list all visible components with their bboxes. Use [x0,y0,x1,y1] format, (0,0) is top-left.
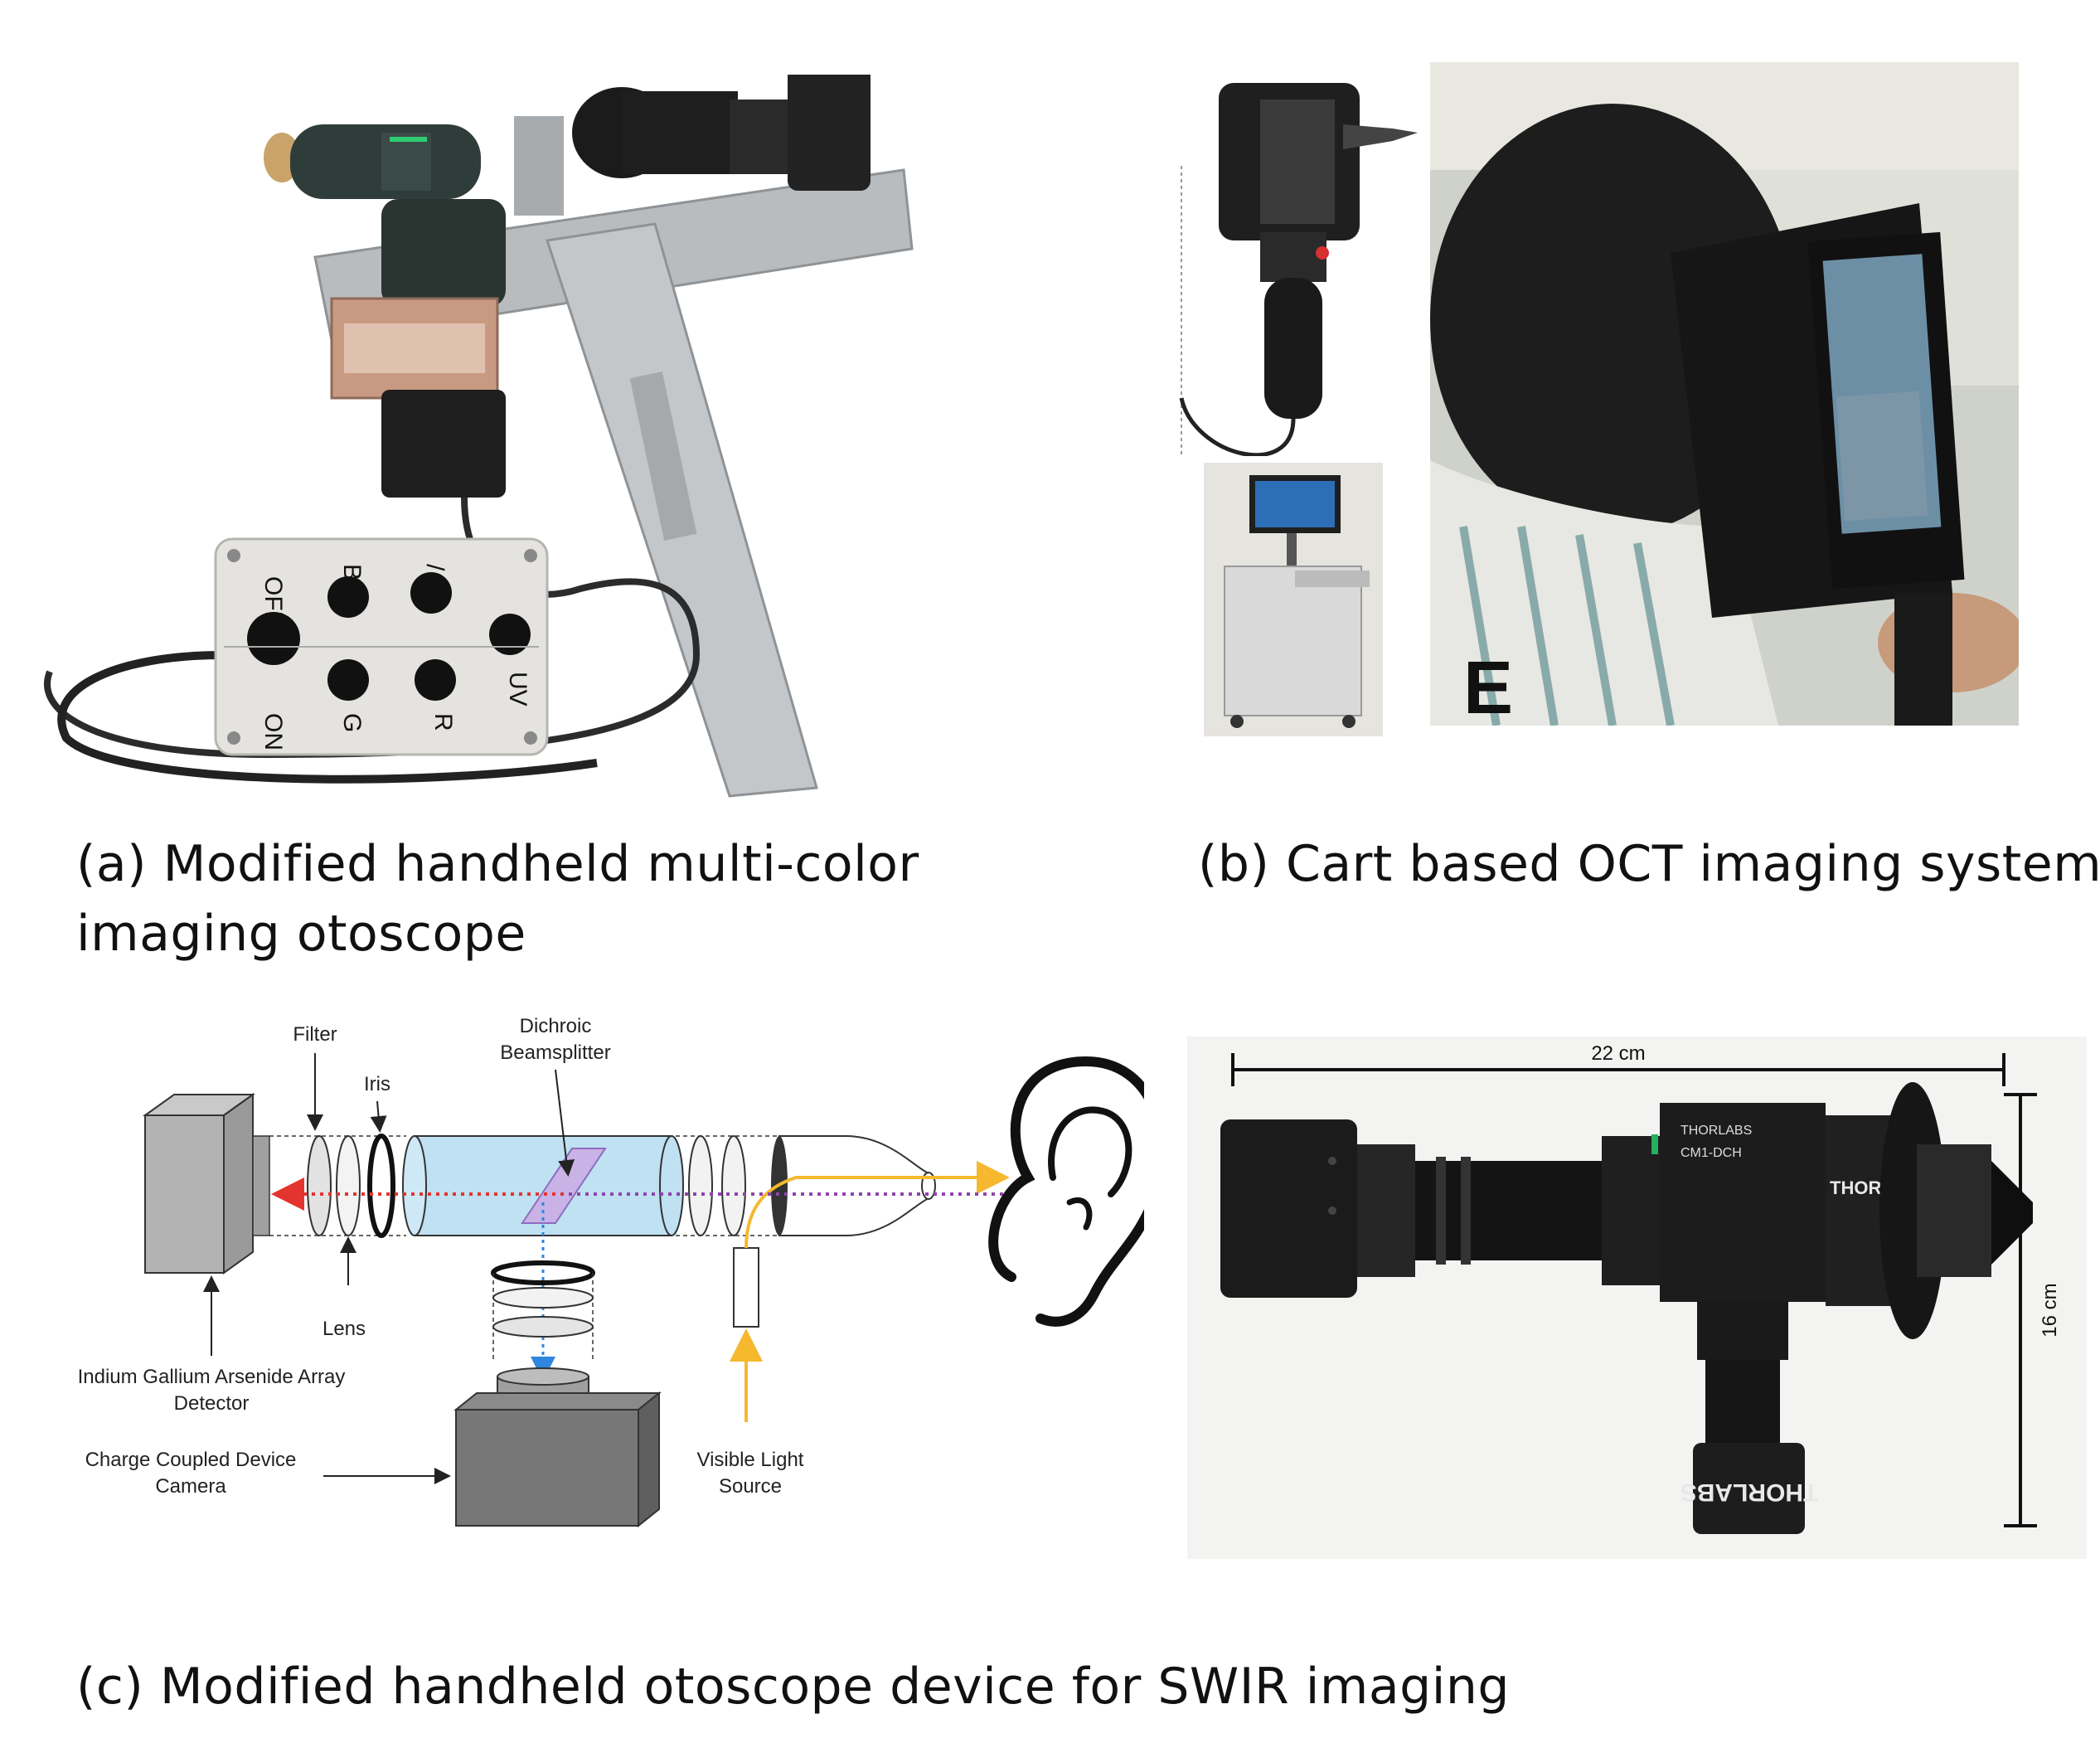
ingaas-label-line2: Detector [174,1392,250,1415]
iris-element [367,1134,395,1238]
swir-device-photo: 22 cm 16 cm THORLABS CM1-DCH THORLABS TH… [1187,1037,2087,1559]
visible-light-label-line2: Source [719,1475,782,1498]
width-label: 22 cm [1591,1042,1645,1065]
speculum [778,1135,929,1236]
on-label: ON [259,713,287,750]
unlabeled-button [410,572,452,614]
ccd-camera [453,1367,662,1528]
ingaas-label-line1: Indium Gallium Arsenide Array [78,1366,346,1388]
panel-b-operator-photo: E [1430,62,2019,726]
caption-c: (c) Modified handheld otoscope device fo… [76,1658,1510,1716]
ingaas-detector [142,1093,270,1275]
ccd-label-line1: Charge Coupled Device [85,1449,297,1471]
off-label: OFF [259,576,287,626]
dichroic-label-line1: Dichroic [520,1015,592,1037]
slash-label: / [421,564,449,571]
lens-label: Lens [323,1318,366,1340]
filter-label: Filter [293,1023,337,1046]
iris-label: Iris [364,1073,390,1095]
height-label: 16 cm [2039,1283,2061,1337]
panel-b-cart-photo [1204,463,1383,736]
b-label: B [338,564,366,580]
power-knob [247,612,300,665]
panel-b-handheld-probe [1177,66,1426,456]
uv-button [489,614,531,655]
camera-brand-text: THORLABS [1680,1479,1819,1506]
red-button [415,659,456,701]
dichroic-label-line2: Beamsplitter [500,1042,610,1064]
caption-b: (b) Cart based OCT imaging system [1198,835,2100,893]
filter-element [307,1135,332,1236]
ccd-label-line2: Camera [155,1475,226,1498]
front-lens-2 [721,1135,746,1236]
visible-light-label-line1: Visible Light [697,1449,804,1471]
optical-tube [402,1135,684,1236]
cube-part-text: CM1-DCH [1680,1146,1742,1160]
panel-letter: E [1463,647,1513,726]
ear-icon [988,1056,1167,1327]
r-label: R [429,713,457,731]
multicolor-otoscope-illustration: OFF ON B / G R UV [44,75,914,798]
visible-light-source [733,1247,759,1328]
oct-cart-illustration [1204,463,1383,736]
blue-button [327,576,369,618]
caption-a: (a) Modified handheld multi-color imagin… [76,835,919,963]
uv-label: UV [504,672,531,706]
oct-operator-illustration: E [1430,62,2019,726]
g-label: G [338,713,366,732]
green-button [327,659,369,701]
front-lens-1 [688,1135,713,1236]
panel-a-photo: OFF ON B / G R UV [17,75,920,821]
lens-element [336,1135,361,1236]
oct-probe-illustration [1179,83,1418,456]
swir-device-illustration: 22 cm 16 cm THORLABS CM1-DCH THORLABS TH… [1187,1037,2087,1559]
swir-optics-diagram: Filter Iris Dichroic Beamsplitter Lens I… [50,1012,1167,1559]
cube-brand-text: THORLABS [1680,1124,1752,1138]
